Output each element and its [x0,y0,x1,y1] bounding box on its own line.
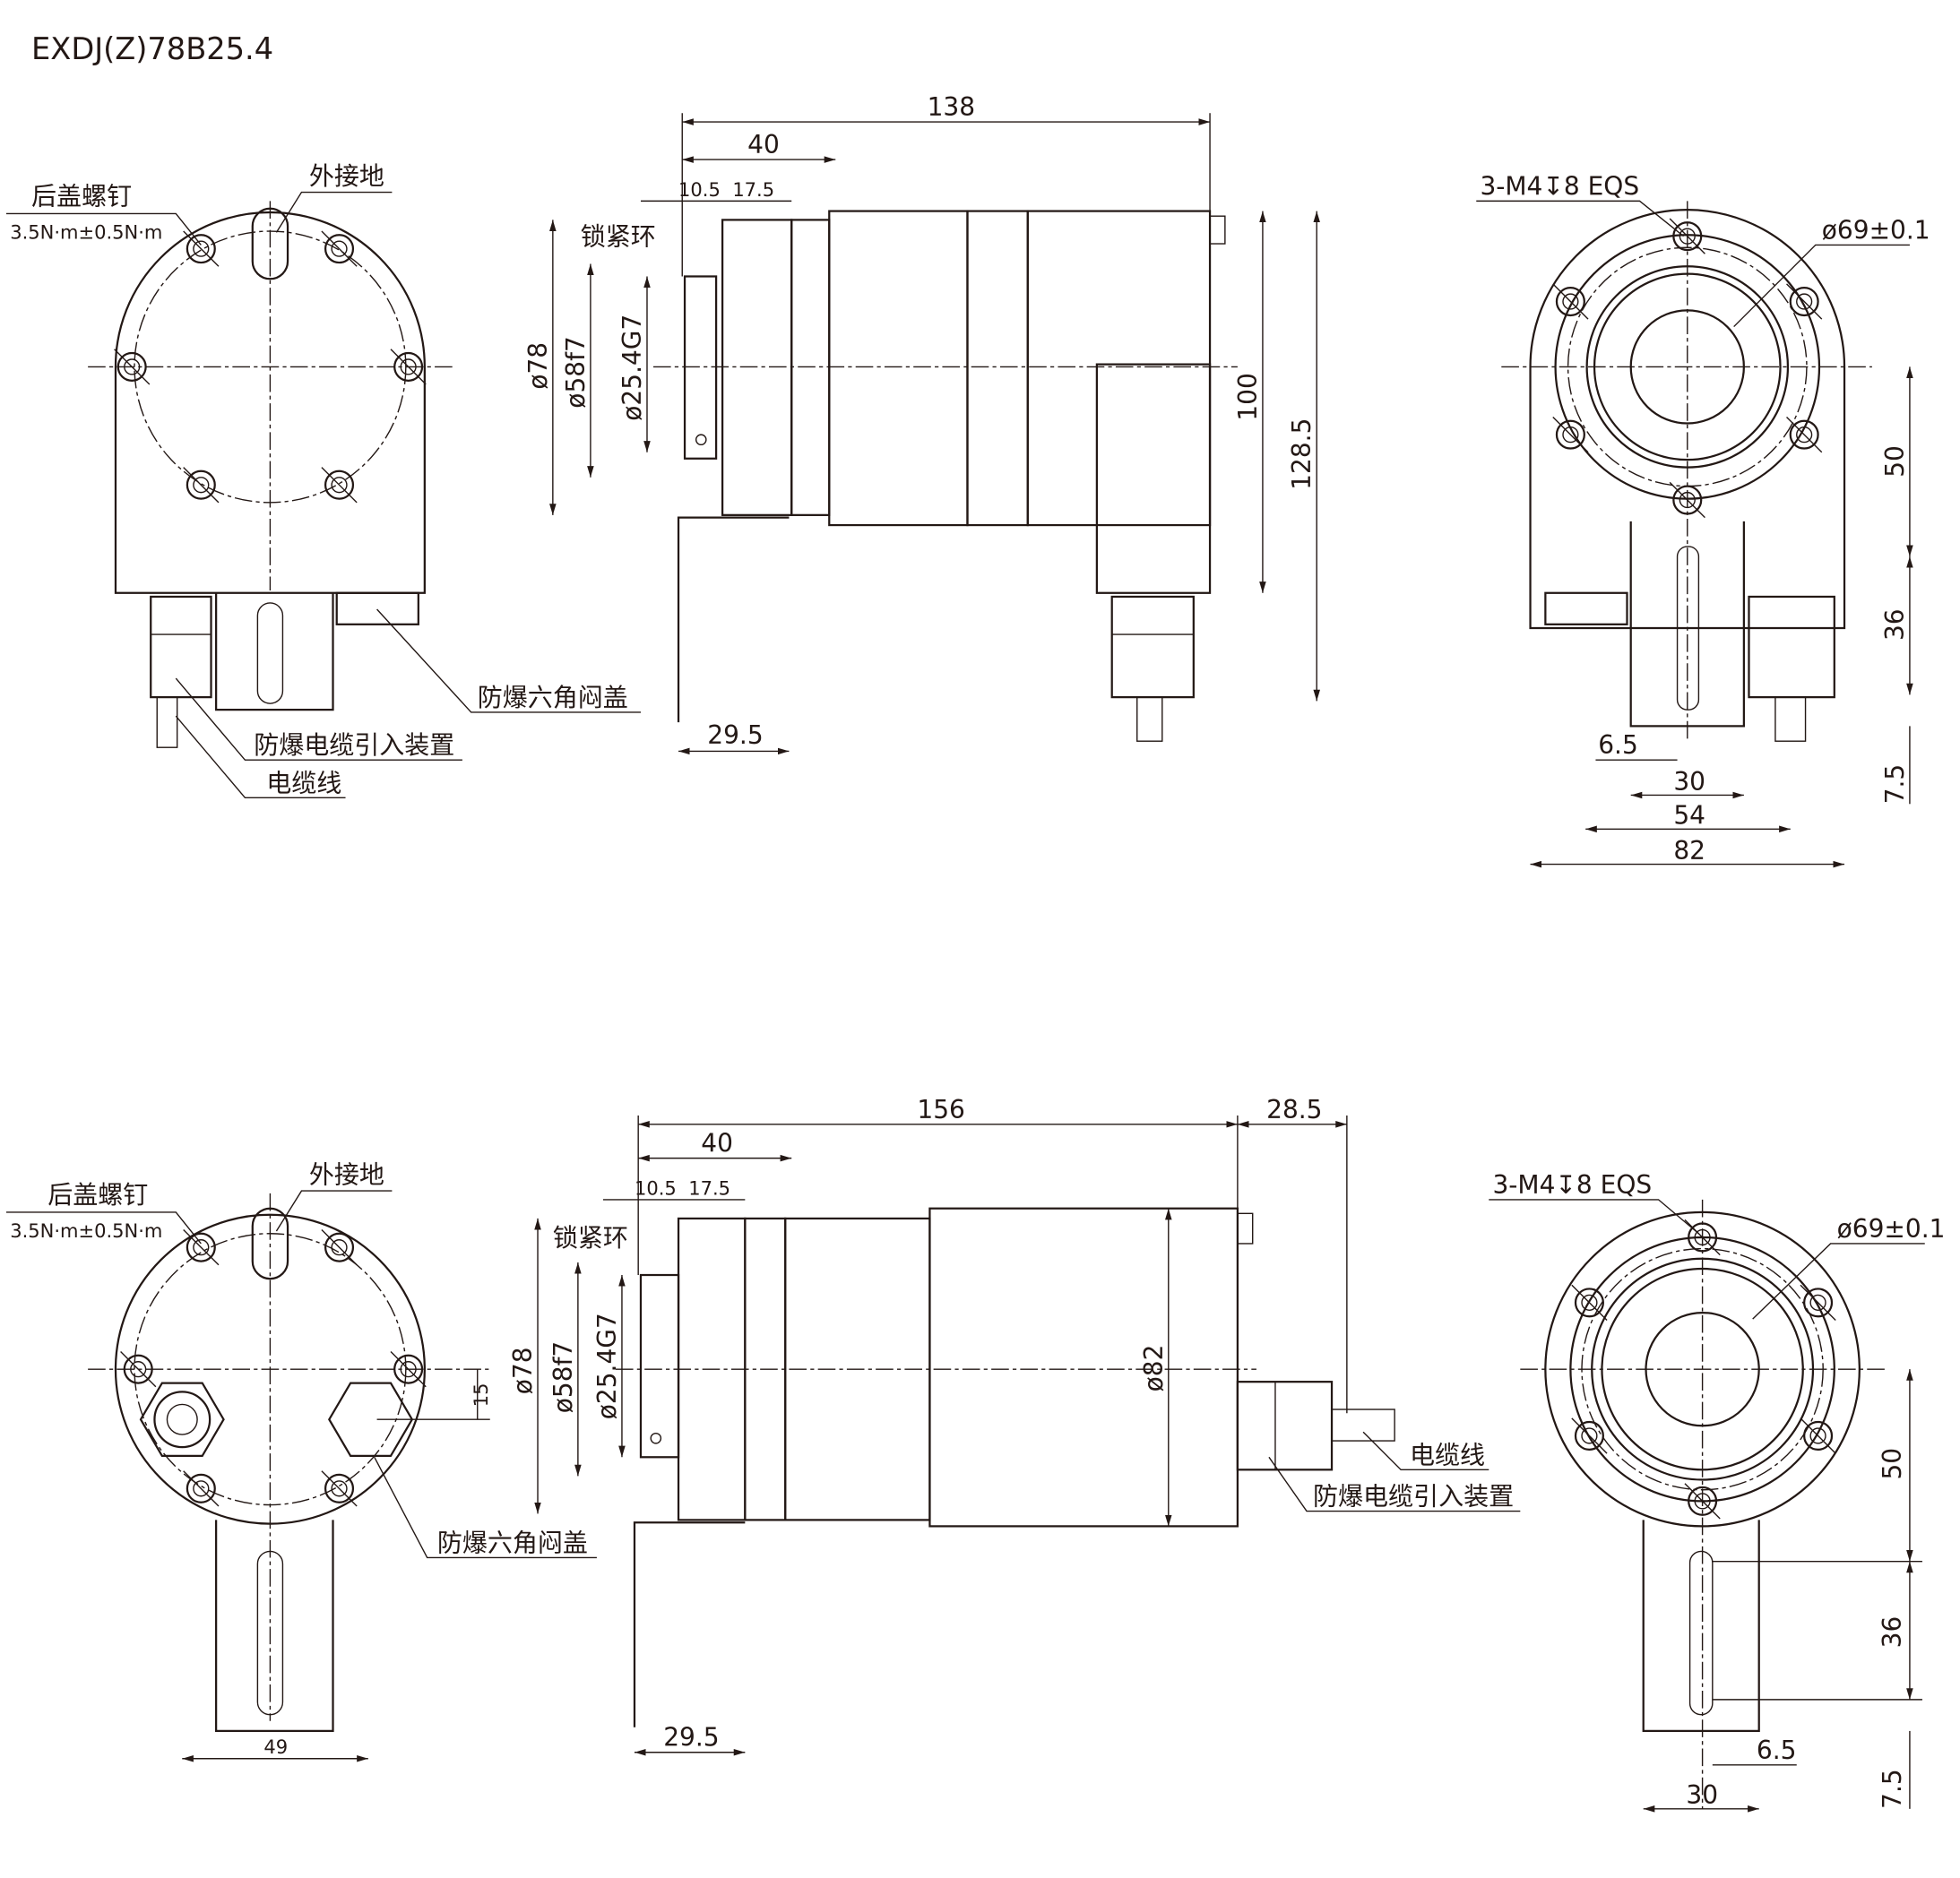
lock-ring-icon [639,1273,680,1459]
screw-icon [320,466,358,504]
label-hex-cap: 防爆六角闷盖 [437,1528,588,1557]
dim-36: 36 [1878,1616,1907,1649]
dim-10-5: 10.5 [635,1176,677,1199]
label-cable-gland: 防爆电缆引入装置 [1313,1482,1514,1512]
hex-cap-icon [328,1382,414,1458]
dim-17-5: 17.5 [688,1176,730,1199]
dim-28-5: 28.5 [1266,1095,1322,1124]
label-cable: 电缆线 [1410,1440,1485,1469]
dim-17-5: 17.5 [732,178,774,201]
label-ground: 外接地 [309,1160,384,1190]
label-rear-screw: 后盖螺钉 [31,182,132,211]
top-front-view: 后盖螺钉 3.5N·m±0.5N·m 外接地 防爆六角闷盖 防爆电缆引入装置 电… [6,161,641,798]
label-pcd: ø69±0.1 [1822,215,1930,245]
dim-dia25: ø25.4G7 [592,1313,622,1419]
hex-cap-icon [335,591,419,625]
ground-terminal-icon [251,1207,289,1280]
hex-cap-icon [1544,591,1628,625]
dim-50: 50 [1878,1448,1907,1480]
cable-gland-icon [139,1382,225,1458]
dim-100: 100 [1233,373,1263,420]
screw-icon [182,466,220,504]
label-holes: 3-M4↧8 EQS [1492,1170,1652,1200]
label-torque: 3.5N·m±0.5N·m [10,1219,162,1242]
dim-49: 49 [263,1736,288,1758]
dim-29-5: 29.5 [707,720,763,750]
dim-54: 54 [1673,801,1705,831]
dim-dia25: ø25.4G7 [617,314,647,421]
cable-icon [1331,1408,1395,1442]
dim-dia78: ø78 [523,342,553,390]
dim-dia58: ø58f7 [561,336,591,408]
bottom-front-view: 后盖螺钉 3.5N·m±0.5N·m 外接地 15 防爆六角闷盖 49 [6,1160,597,1762]
dim-15: 15 [470,1383,492,1407]
dim-7-5: 7.5 [1880,764,1910,805]
label-hex-cap: 防爆六角闷盖 [478,683,628,712]
dim-82: 82 [1673,836,1705,866]
cable-gland-icon [1110,595,1195,699]
label-holes: 3-M4↧8 EQS [1480,171,1639,201]
label-lock-ring: 锁紧环 [553,1223,628,1253]
dim-50: 50 [1880,445,1910,478]
screw-icon [182,229,220,268]
top-rear-view: 3-M4↧8 EQS ø69±0.1 50 36 7.5 6.5 30 54 8… [1476,171,1930,868]
dim-dia82: ø82 [1139,1345,1169,1392]
dim-10-5: 10.5 [678,178,721,201]
label-ground: 外接地 [309,161,384,191]
cable-gland-icon [1748,595,1835,699]
dim-40: 40 [701,1129,733,1159]
ground-terminal-icon [251,207,289,280]
label-pcd: ø69±0.1 [1837,1214,1946,1244]
bottom-rear-view: 3-M4↧8 EQS ø69±0.1 50 36 7.5 6.5 30 [1489,1170,1946,1813]
label-cable-gland: 防爆电缆引入装置 [254,730,454,760]
dim-40: 40 [747,130,780,159]
label-rear-screw: 后盖螺钉 [47,1180,148,1210]
dim-128-5: 128.5 [1287,418,1317,490]
top-side-view: 138 40 10.5 17.5 锁紧环 ø78 ø58f7 ø25.4G7 1… [523,92,1321,755]
dim-6-5: 6.5 [1757,1736,1797,1765]
dim-36: 36 [1880,608,1910,641]
model-title: EXDJ(Z)78B25.4 [31,31,273,66]
dim-dia58: ø58f7 [548,1341,578,1413]
dim-30: 30 [1673,767,1705,797]
dim-6-5: 6.5 [1598,730,1638,760]
dim-7-5: 7.5 [1878,1769,1907,1809]
dim-30: 30 [1686,1780,1718,1810]
dim-dia78: ø78 [508,1347,538,1394]
cable-gland-icon [150,595,212,699]
bottom-side-view: 156 28.5 40 10.5 17.5 锁紧环 ø78 ø58f7 ø25.… [508,1095,1521,1756]
label-lock-ring: 锁紧环 [581,221,656,251]
label-torque: 3.5N·m±0.5N·m [10,220,162,243]
dim-29-5: 29.5 [663,1723,719,1753]
cable-gland-icon [1236,1381,1334,1471]
dim-length: 138 [928,92,975,122]
label-cable: 电缆线 [266,768,341,797]
dim-length: 156 [917,1095,964,1124]
